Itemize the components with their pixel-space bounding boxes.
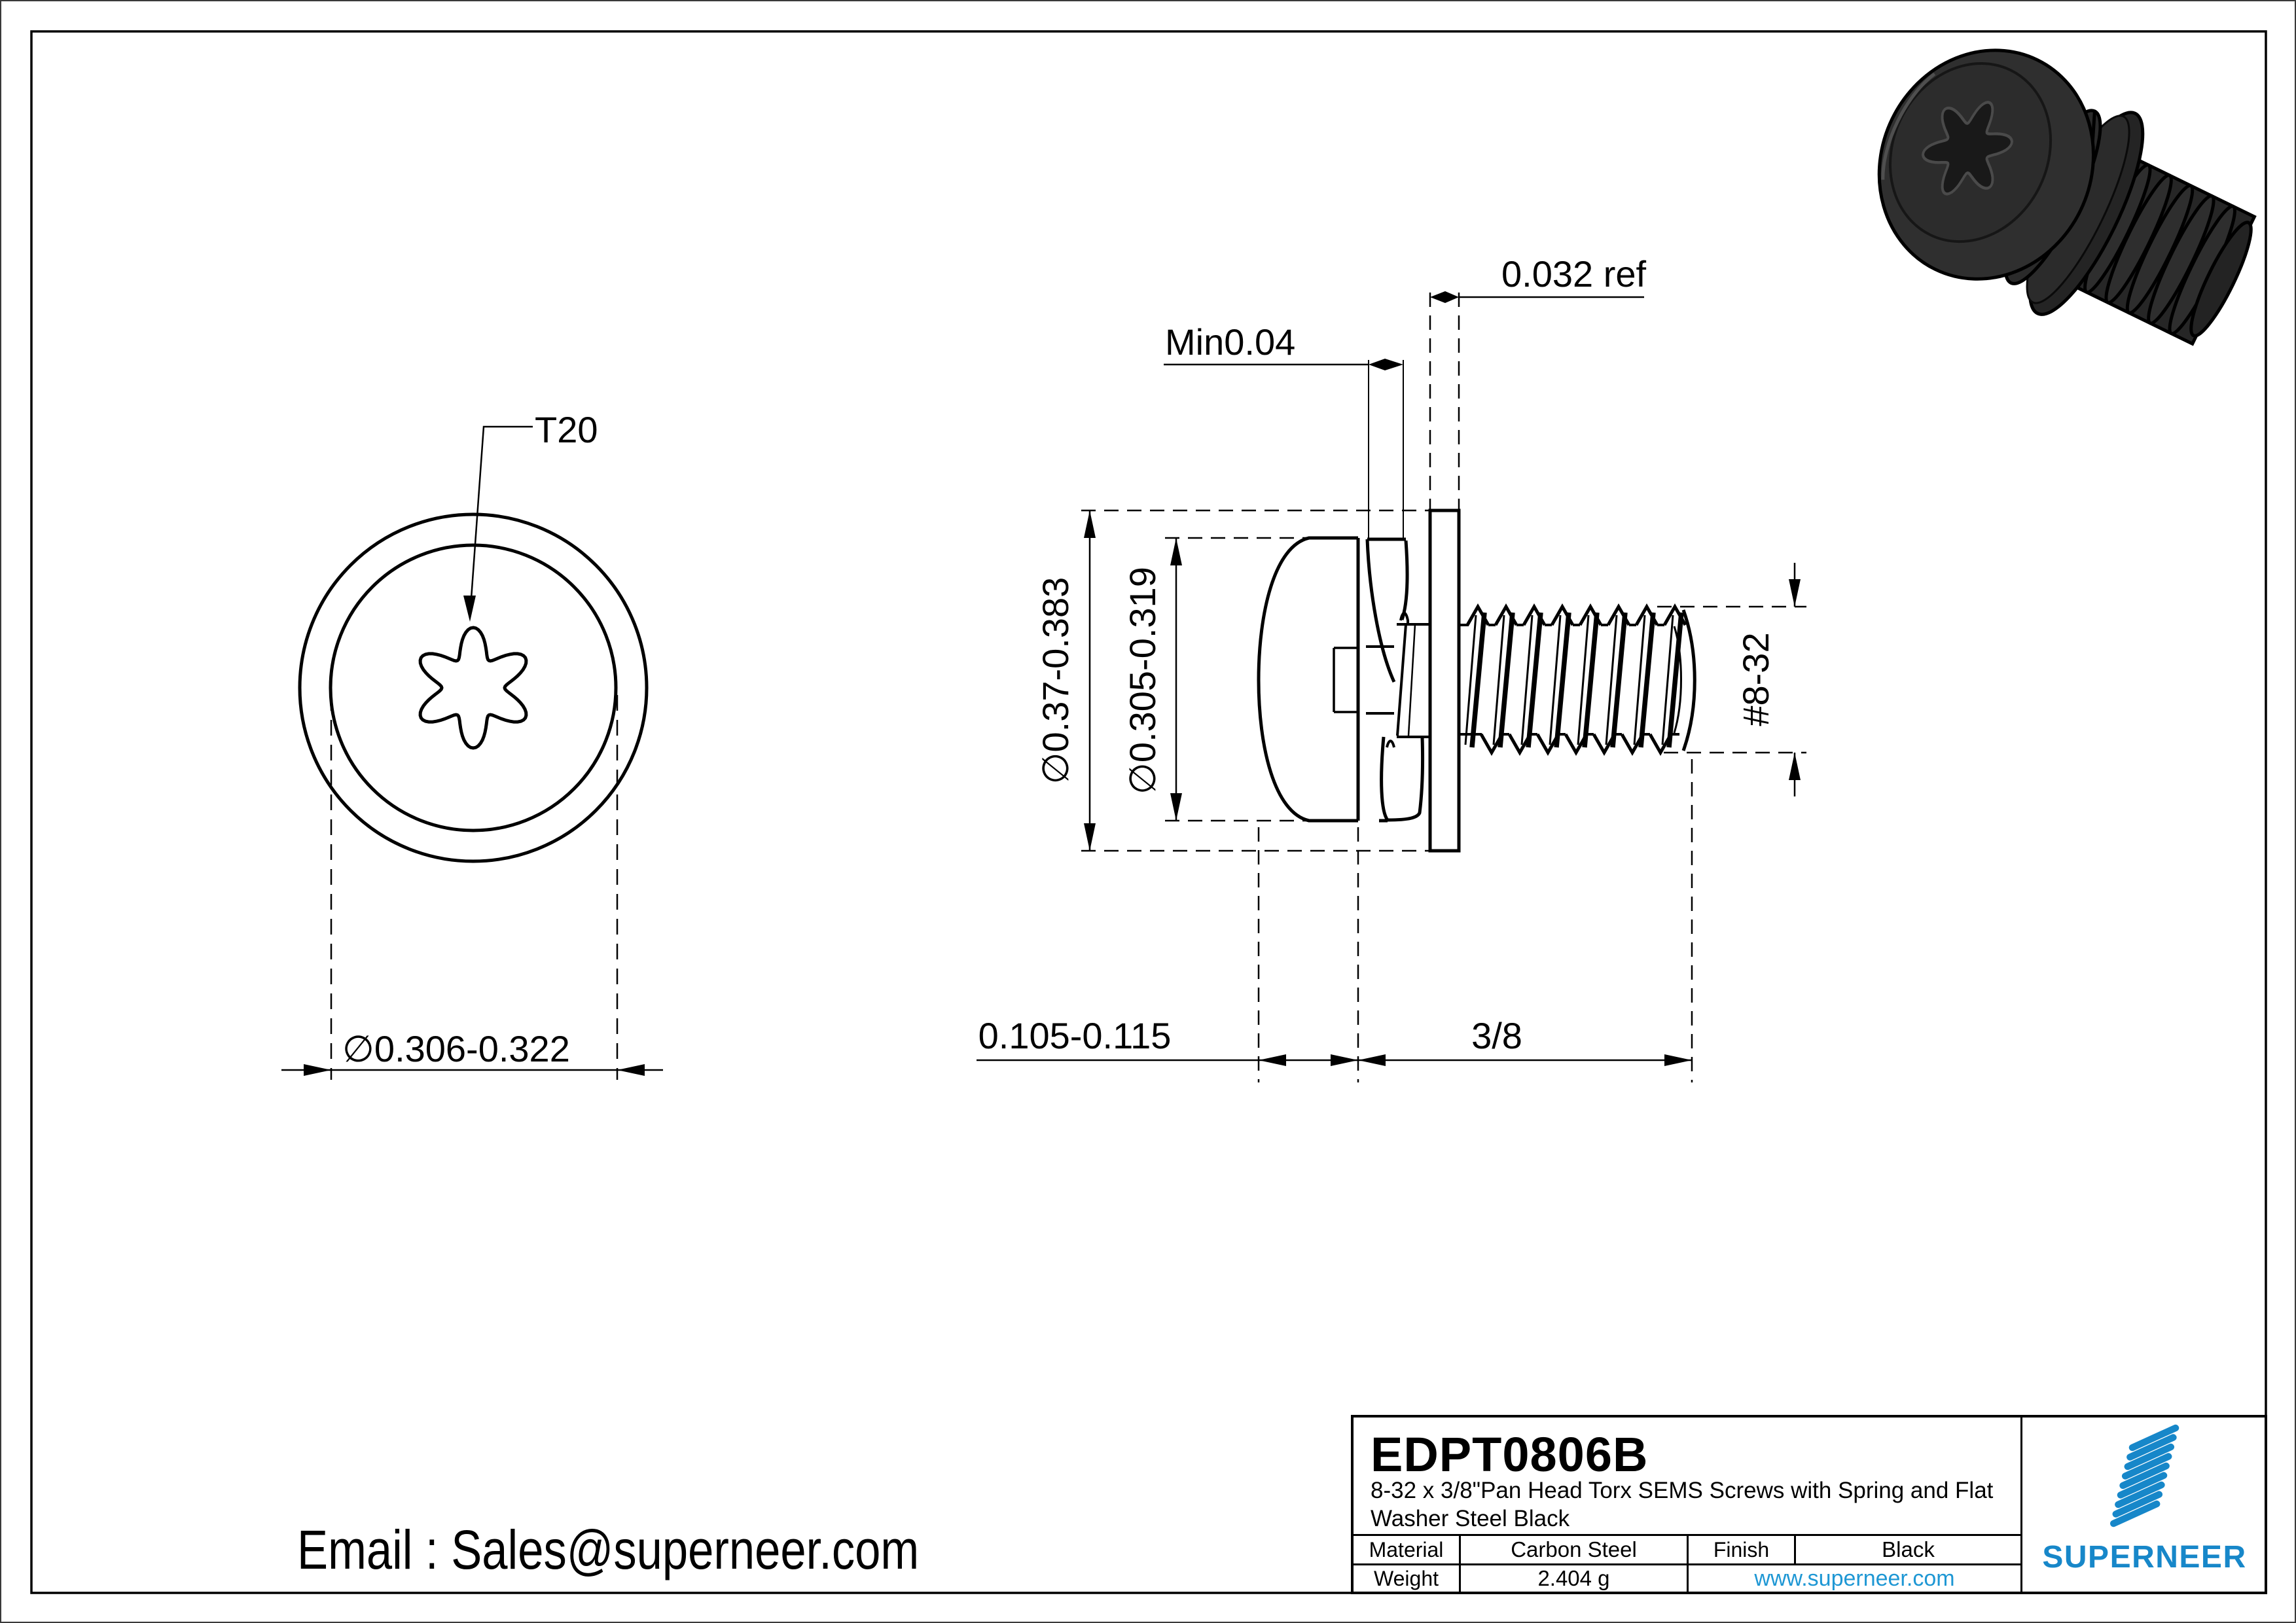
brand-name: SUPERNEER [2042, 1540, 2247, 1575]
title-block: EDPT0806B 8-32 x 3/8"Pan Head Torx SEMS … [1351, 1415, 2267, 1594]
sheet-border [30, 30, 2267, 1594]
part-number: EDPT0806B [1371, 1427, 1649, 1482]
leader-arrowhead [463, 596, 476, 622]
part-description-line2: Washer Steel Black [1371, 1506, 1570, 1531]
front-view [281, 425, 663, 1080]
finish-label-cell: Finish [1687, 1534, 1794, 1563]
weight-value-cell: 2.404 g [1459, 1563, 1687, 1592]
side-view-dimensions [977, 291, 1806, 1082]
contact-email: Email : Sales@superneer.com [297, 1519, 920, 1580]
spring-washer-min-label: Min0.04 [1165, 321, 1295, 363]
part-description-line1: 8-32 x 3/8"Pan Head Torx SEMS Screws wit… [1371, 1478, 1994, 1503]
thread-size-label: #8-32 [1735, 632, 1776, 726]
head-diameter-label: ∅0.306-0.322 [342, 1028, 570, 1069]
thread-length-label: 3/8 [1471, 1015, 1522, 1056]
weight-label-cell: Weight [1354, 1563, 1459, 1592]
brand-cell: SUPERNEER [2020, 1418, 2265, 1592]
flat-washer-ref-label: 0.032 ref [1501, 253, 1646, 294]
website-link[interactable]: www.superneer.com [1687, 1563, 2020, 1592]
washer-od-label: ∅0.37-0.383 [1035, 577, 1076, 785]
superneer-logo-icon [2109, 1424, 2179, 1527]
side-view [1257, 508, 1696, 853]
part-info-cell: EDPT0806B 8-32 x 3/8"Pan Head Torx SEMS … [1354, 1418, 2020, 1534]
finish-value-cell: Black [1794, 1534, 2020, 1563]
head-od-label: ∅0.305-0.319 [1122, 567, 1163, 794]
torx-size-label: T20 [535, 409, 598, 450]
material-value-cell: Carbon Steel [1459, 1534, 1687, 1563]
material-label-cell: Material [1354, 1534, 1459, 1563]
product-3d-render [1877, 48, 2257, 346]
head-height-label: 0.105-0.115 [978, 1015, 1172, 1056]
